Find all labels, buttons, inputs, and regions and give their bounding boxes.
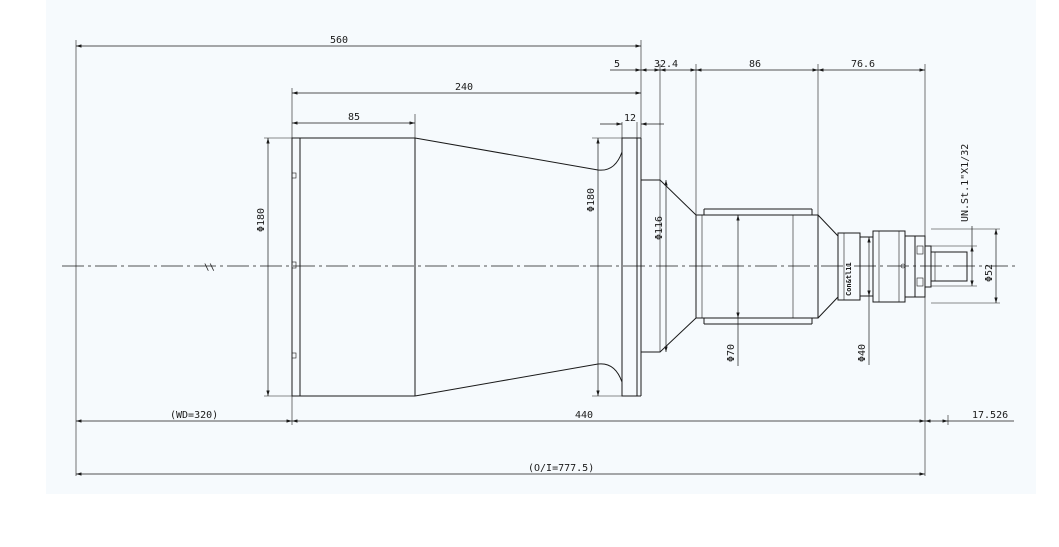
dim-lens-length: 440 — [575, 410, 593, 421]
front-barrel — [291, 137, 416, 397]
dia-cone: Φ116 — [654, 216, 665, 240]
drawing-panel — [46, 0, 1036, 494]
dia-mount: Φ52 — [984, 264, 995, 282]
dim-seg-1: 32.4 — [654, 59, 678, 70]
flange — [621, 137, 642, 397]
dim-working-distance: (WD=320) — [170, 410, 218, 421]
dim-overall-length: 560 — [330, 35, 348, 46]
dim-front-barrel: 85 — [348, 112, 360, 123]
dim-back-focus: 17.526 — [972, 410, 1008, 421]
horizontal-dimensions — [76, 44, 1014, 476]
taper-cone — [414, 137, 623, 397]
mount-stub — [930, 251, 968, 282]
dia-front: Φ180 — [256, 208, 267, 232]
thread-spec: UN.St.1"X1/32 — [960, 144, 971, 222]
dia-body: Φ70 — [726, 344, 737, 362]
dim-flange-gap: 5 — [614, 59, 620, 70]
break-symbol: \\ — [204, 263, 215, 273]
main-body — [695, 208, 819, 325]
brand-marking: Con&tl11 — [845, 262, 853, 296]
dim-object-to-image: (O/I=777.5) — [528, 463, 594, 474]
dim-flange-thickness: 12 — [624, 113, 636, 124]
dim-seg-3: 76.6 — [851, 59, 875, 70]
rear-ring — [817, 214, 932, 319]
extension-lines — [75, 40, 1000, 476]
dia-flange: Φ180 — [586, 188, 597, 212]
vertical-dimensions — [266, 138, 998, 396]
dia-ring: Φ40 — [857, 344, 868, 362]
dim-front-length: 240 — [455, 82, 473, 93]
dim-seg-2: 86 — [749, 59, 761, 70]
